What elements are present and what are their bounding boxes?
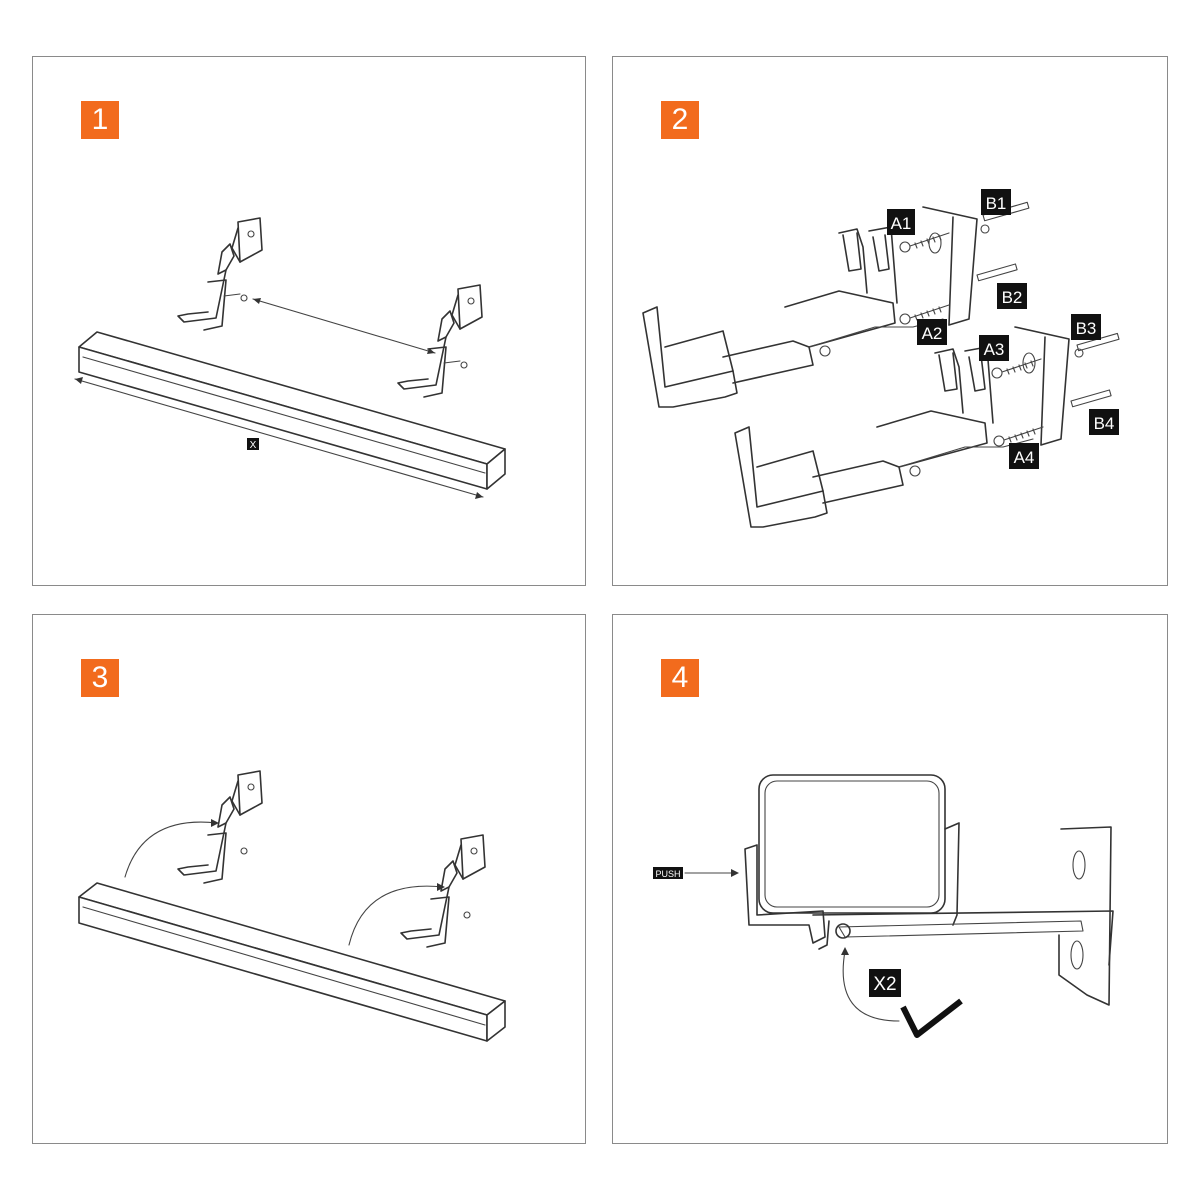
step-3-panel: 3 — [32, 614, 586, 1144]
svg-text:A3: A3 — [984, 340, 1005, 359]
device-on-bracket — [744, 774, 1114, 1006]
step-3-illustration — [78, 770, 506, 1042]
anchor-b4 — [1070, 389, 1112, 408]
step-2-illustration: A1 A2 A3 A4 B1 B2 B3 B4 — [642, 189, 1120, 528]
svg-text:B2: B2 — [1002, 288, 1023, 307]
label-b3: B3 — [1071, 314, 1101, 340]
rotate-arrow-left — [124, 819, 219, 878]
step-1-illustration: X — [74, 217, 506, 499]
anchor-b2 — [976, 263, 1018, 282]
label-b4: B4 — [1089, 409, 1119, 435]
svg-text:B4: B4 — [1094, 414, 1115, 433]
bracket-right — [400, 834, 486, 948]
label-a2: A2 — [917, 319, 947, 345]
bracket-left — [177, 217, 263, 331]
screw-a2 — [899, 304, 950, 325]
bracket-lower — [734, 326, 1070, 528]
wooden-bar — [78, 882, 506, 1042]
step-1-panel: 1 X — [32, 56, 586, 586]
step-4-badge: 4 — [661, 659, 699, 697]
bracket-right — [397, 284, 483, 398]
label-a3: A3 — [979, 335, 1009, 361]
turn-arrow — [841, 947, 900, 1022]
screw-a3 — [991, 358, 1042, 379]
svg-text:A4: A4 — [1014, 448, 1035, 467]
label-a4: A4 — [1009, 443, 1039, 469]
screw-a4 — [993, 426, 1044, 447]
count-label: X2 — [869, 969, 901, 997]
bracket-upper — [642, 206, 978, 408]
step-3-badge: 3 — [81, 659, 119, 697]
length-label: X — [247, 438, 259, 451]
svg-text:A2: A2 — [922, 324, 943, 343]
screw-a1 — [899, 232, 950, 253]
svg-text:B1: B1 — [986, 194, 1007, 213]
rotate-arrow-right — [348, 883, 445, 946]
label-b1: B1 — [981, 189, 1011, 215]
wooden-bar — [78, 331, 506, 490]
step-4-illustration: PUSH X2 — [653, 774, 1114, 1038]
step-4-panel: 4 PUSH X2 — [612, 614, 1168, 1144]
length-dimension-arrow — [74, 377, 484, 499]
svg-text:X: X — [250, 440, 257, 451]
step-2-badge: 2 — [661, 101, 699, 139]
svg-text:PUSH: PUSH — [655, 869, 680, 879]
bracket-left — [177, 770, 263, 884]
allen-key-icon — [900, 998, 963, 1038]
step-2-panel: 2 — [612, 56, 1168, 586]
svg-text:A1: A1 — [891, 214, 912, 233]
push-label: PUSH — [653, 867, 683, 879]
step-1-badge: 1 — [81, 101, 119, 139]
label-a1: A1 — [887, 209, 915, 235]
spacing-arrow — [252, 298, 436, 354]
svg-text:X2: X2 — [873, 974, 896, 995]
push-arrow — [684, 869, 739, 877]
svg-text:B3: B3 — [1076, 319, 1097, 338]
label-b2: B2 — [997, 283, 1027, 309]
